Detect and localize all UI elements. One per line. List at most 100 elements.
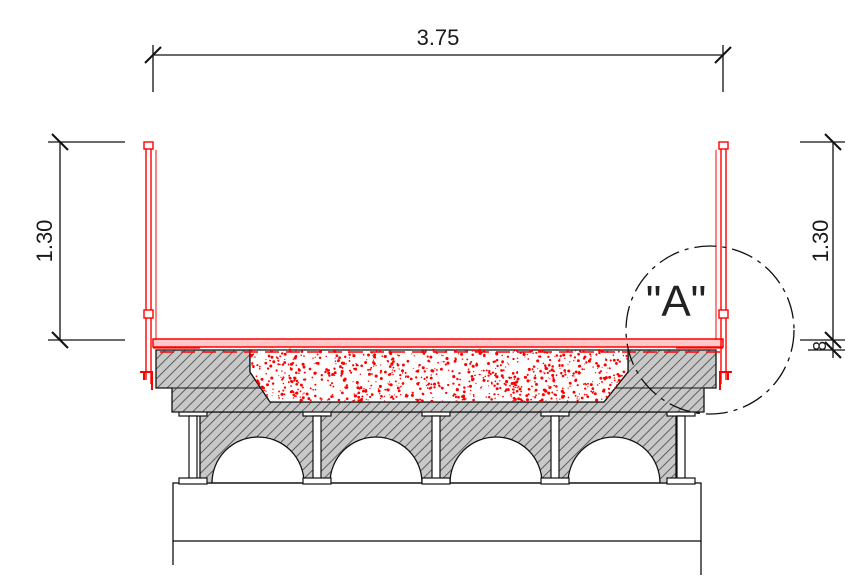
concrete-speckle [532, 370, 535, 373]
concrete-speckle [508, 377, 511, 380]
concrete-speckle [612, 354, 615, 356]
concrete-speckle [532, 365, 536, 368]
concrete-speckle [626, 357, 628, 361]
concrete-speckle [348, 369, 351, 372]
concrete-speckle [526, 379, 530, 383]
concrete-speckle [482, 376, 485, 379]
concrete-speckle [291, 361, 295, 365]
concrete-speckle [388, 365, 392, 368]
concrete-speckle [370, 373, 373, 375]
concrete-speckle [428, 360, 431, 363]
concrete-speckle [470, 389, 472, 392]
concrete-speckle [435, 373, 438, 375]
concrete-speckle [282, 389, 285, 392]
concrete-speckle [556, 389, 558, 392]
concrete-speckle [277, 363, 280, 366]
concrete-speckle [441, 354, 443, 356]
concrete-speckle [313, 363, 315, 365]
concrete-speckle [523, 400, 526, 402]
concrete-speckle [499, 386, 502, 390]
concrete-speckle [555, 374, 558, 377]
concrete-speckle [331, 374, 333, 376]
concrete-speckle [292, 358, 294, 360]
concrete-speckle [251, 364, 253, 366]
concrete-speckle [299, 398, 303, 402]
concrete-speckle [426, 387, 429, 389]
concrete-speckle [536, 359, 540, 363]
concrete-speckle [495, 358, 499, 362]
concrete-speckle [457, 395, 460, 399]
concrete-speckle [494, 397, 496, 400]
concrete-speckle [370, 393, 374, 396]
concrete-speckle [429, 386, 433, 389]
concrete-speckle [581, 368, 584, 371]
concrete-speckle [359, 373, 362, 375]
concrete-speckle [390, 362, 394, 366]
concrete-speckle [462, 390, 466, 394]
concrete-speckle [295, 364, 298, 367]
concrete-speckle [320, 374, 323, 377]
concrete-speckle [484, 375, 487, 378]
concrete-speckle [380, 394, 383, 398]
width-dimension-label: 3.75 [417, 25, 460, 50]
concrete-speckle [421, 366, 425, 370]
concrete-speckle [491, 371, 494, 374]
concrete-speckle [532, 395, 534, 398]
concrete-speckle [503, 382, 506, 385]
concrete-speckle [409, 377, 413, 381]
concrete-speckle [271, 395, 273, 397]
concrete-speckle [527, 393, 530, 396]
concrete-speckle [352, 353, 354, 355]
concrete-speckle [559, 354, 562, 358]
concrete-speckle [318, 356, 322, 360]
concrete-speckle [369, 395, 372, 399]
concrete-speckle [335, 354, 339, 358]
concrete-speckle [497, 393, 499, 396]
concrete-speckle [594, 372, 597, 374]
concrete-speckle [458, 383, 461, 386]
concrete-speckle [275, 369, 278, 372]
concrete-speckle [544, 389, 548, 393]
concrete-speckle [445, 391, 448, 395]
concrete-speckle [396, 354, 399, 356]
concrete-speckle [443, 360, 445, 363]
concrete-speckle [475, 363, 479, 367]
concrete-speckle [517, 397, 521, 401]
concrete-speckle [430, 383, 433, 386]
concrete-speckle [343, 400, 347, 402]
concrete-speckle [290, 379, 293, 383]
concrete-speckle [441, 361, 443, 363]
concrete-speckle [362, 353, 365, 356]
concrete-speckle [342, 361, 346, 365]
concrete-speckle [566, 400, 569, 402]
concrete-speckle [400, 394, 402, 396]
concrete-speckle [430, 374, 432, 376]
concrete-speckle [618, 360, 621, 363]
concrete-speckle [564, 357, 566, 360]
concrete-speckle [332, 396, 334, 398]
concrete-speckle [469, 362, 472, 365]
concrete-speckle [416, 369, 420, 373]
concrete-speckle [601, 389, 606, 393]
concrete-speckle [507, 363, 510, 365]
concrete-speckle [485, 369, 488, 372]
concrete-speckle [599, 382, 601, 385]
concrete-speckle [464, 363, 468, 367]
concrete-speckle [276, 357, 279, 360]
concrete-speckle [279, 355, 282, 358]
concrete-speckle [513, 378, 516, 381]
concrete-speckle [516, 357, 519, 360]
concrete-speckle [583, 383, 585, 385]
concrete-speckle [390, 359, 393, 361]
concrete-speckle [361, 395, 364, 398]
concrete-speckle [396, 362, 399, 365]
concrete-speckle [348, 357, 351, 359]
concrete-speckle [515, 389, 519, 393]
concrete-speckle [591, 387, 595, 390]
left-height-dimension [48, 133, 125, 349]
concrete-speckle [608, 375, 612, 379]
concrete-speckle [525, 398, 530, 402]
concrete-speckle [527, 367, 531, 371]
concrete-speckle [545, 367, 549, 370]
concrete-speckle [482, 369, 485, 372]
